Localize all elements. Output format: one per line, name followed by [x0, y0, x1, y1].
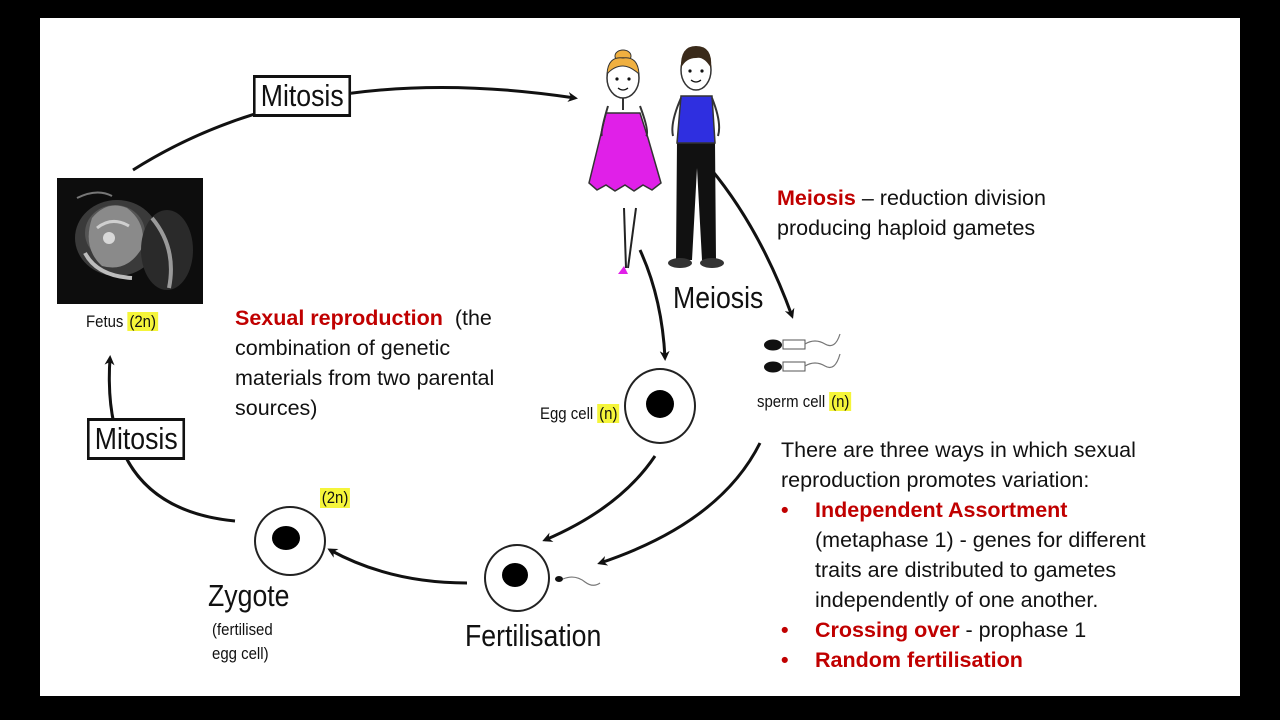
variation-item-independent-assortment: Independent Assortment (metaphase 1) - g…: [781, 495, 1221, 615]
cycle-arrows: [104, 46, 841, 586]
meiosis-label: Meiosis: [673, 280, 764, 315]
meiosis-note-line2: producing haploid gametes: [777, 216, 1036, 240]
variation-item-random-fertilisation: Random fertilisation: [781, 645, 1221, 675]
mitosis-left-label: Mitosis: [87, 418, 186, 460]
sexual-reproduction-note: Sexual reproduction (the combination of …: [235, 303, 494, 423]
fetus-ultrasound-image: [57, 178, 203, 304]
fetus-text: Fetus: [86, 312, 124, 331]
variation-item-crossing-over: Crossing over - prophase 1: [781, 615, 1221, 645]
zygote-cell-icon: [254, 506, 326, 576]
meiosis-note-term: Meiosis: [777, 186, 856, 210]
zygote-ploidy: (2n): [320, 488, 351, 508]
egg-cell-label: Egg cell (n): [540, 404, 620, 424]
fertilisation-label: Fertilisation: [465, 618, 602, 653]
variation-b2-rest: - prophase 1: [959, 618, 1087, 642]
arrow-parents-to-egg: [638, 249, 670, 361]
variation-b1-line2: (metaphase 1) - genes for different: [815, 528, 1146, 552]
variation-list: Independent Assortment (metaphase 1) - g…: [781, 495, 1221, 675]
man-figure: [668, 46, 724, 268]
variation-note: There are three ways in which sexual rep…: [781, 435, 1221, 675]
arrow-zygote-to-fetus: [104, 355, 236, 523]
fertilised-nucleus-icon: [502, 563, 528, 587]
zygote-sublabel: (fertilised egg cell): [212, 618, 273, 666]
sperm-cells: [764, 333, 841, 373]
mitosis-top-label: Mitosis: [253, 75, 352, 117]
sperm-cell-label: sperm cell (n): [757, 392, 852, 412]
fertilised-egg-icon: [484, 544, 550, 612]
sexual-note-line2: combination of genetic: [235, 336, 451, 360]
variation-b1-line4: independently of one another.: [815, 588, 1099, 612]
sexual-note-term: Sexual reproduction: [235, 306, 443, 330]
zygote-sublabel-line2: egg cell): [212, 644, 269, 663]
variation-b1-line3: traits are distributed to gametes: [815, 558, 1117, 582]
arrow-egg-to-fertilisation: [542, 455, 657, 542]
woman-figure: [588, 49, 662, 274]
egg-cell-text: Egg cell: [540, 404, 594, 423]
variation-b1-term: Independent Assortment: [815, 498, 1068, 522]
variation-intro-line1: There are three ways in which sexual: [781, 438, 1136, 462]
fetus-label: Fetus (2n): [86, 312, 158, 332]
arrow-parents-to-sperm: [708, 167, 795, 319]
slide: Mitosis Mitosis Fetus (2n) Meiosis Egg c…: [40, 18, 1240, 696]
sperm-at-egg: [555, 576, 601, 586]
zygote-nucleus-icon: [272, 526, 300, 550]
sperm-cell-ploidy: (n): [829, 392, 852, 411]
sexual-note-line1: (the: [442, 306, 492, 330]
sperm-cell-text: sperm cell: [757, 392, 826, 411]
egg-cell-icon: [624, 368, 696, 444]
arrow-fertilisation-to-zygote: [327, 548, 468, 585]
arrow-sperm-to-fertilisation: [597, 442, 762, 566]
zygote-sublabel-line1: (fertilised: [212, 620, 273, 639]
sexual-note-line4: sources): [235, 396, 318, 420]
egg-nucleus-icon: [646, 390, 674, 418]
meiosis-note-line1: – reduction division: [855, 186, 1046, 210]
fetus-ploidy: (2n): [127, 312, 158, 331]
variation-intro-line2: reproduction promotes variation:: [781, 468, 1090, 492]
zygote-label: Zygote: [208, 578, 290, 613]
variation-b3-term: Random fertilisation: [815, 648, 1023, 672]
arrow-fetus-to-parents: [132, 85, 578, 172]
meiosis-note: Meiosis – reduction division producing h…: [777, 183, 1046, 243]
egg-cell-ploidy: (n): [597, 404, 620, 423]
variation-b2-term: Crossing over: [815, 618, 960, 642]
sexual-note-line3: materials from two parental: [235, 366, 495, 390]
